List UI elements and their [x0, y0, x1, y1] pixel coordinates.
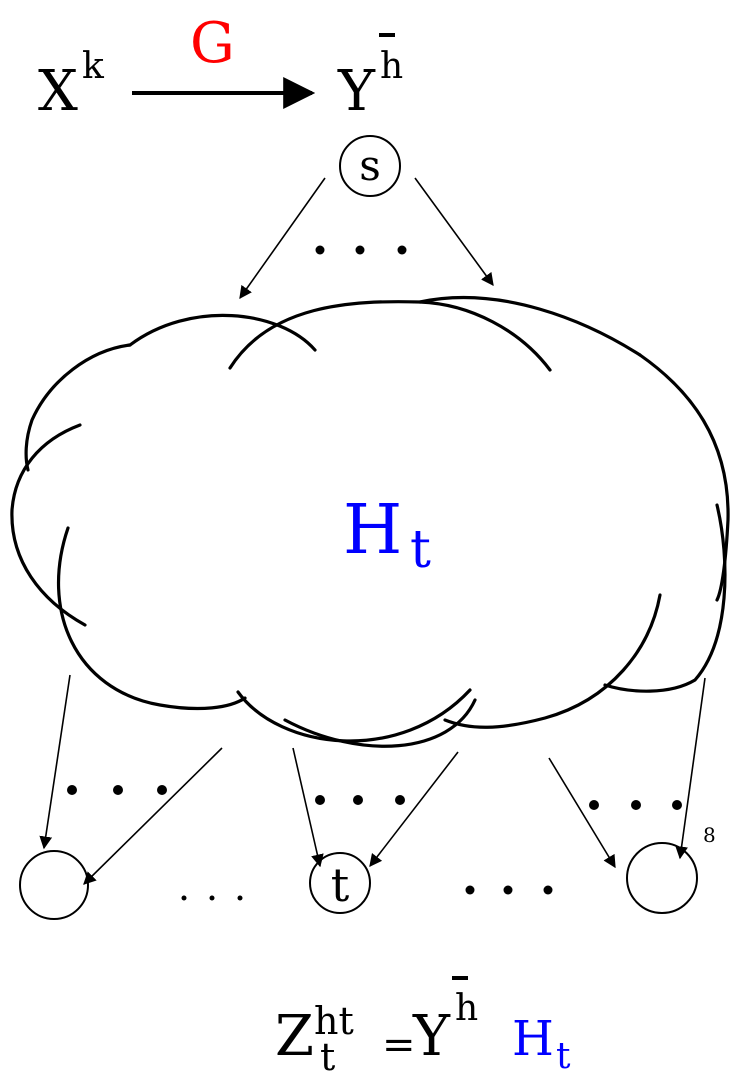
equation-y-superscript: h [455, 988, 478, 1029]
bottom-right-node [626, 842, 698, 914]
bottom-left-node [19, 850, 89, 920]
arrow-cloud-to-left-node-a [39, 674, 71, 850]
equation-z-subscript: t [320, 1035, 335, 1076]
arrow-s-to-cloud-left [239, 177, 326, 300]
equation: Z ht t = Y h H t [275, 976, 571, 1076]
arrow-cloud-to-right-node-a [548, 757, 616, 869]
target-node: t [309, 852, 371, 914]
source-node: s [339, 135, 401, 197]
source-node-circle [339, 135, 401, 197]
cloud-shape [10, 295, 730, 748]
arrow-cloud-to-right-node-b [675, 677, 706, 860]
equation-h-subscript: t [556, 1036, 571, 1076]
between-right-dots [465, 885, 553, 895]
target-y-superscript: h [380, 46, 403, 87]
between-left-dots [181, 895, 243, 901]
arrow-cloud-to-t-node-a [292, 747, 324, 868]
target-node-label: t [331, 858, 350, 912]
cloud-label-subscript: t [410, 520, 431, 580]
top-dots [315, 245, 407, 255]
equation-z: Z [275, 1004, 314, 1069]
equation-equals: = [382, 1022, 416, 1068]
page-number: 8 [703, 823, 716, 847]
bottom-right-dots [589, 800, 682, 810]
equation-y: Y [412, 1004, 451, 1069]
source-node-label: s [359, 141, 381, 190]
target-node-circle [309, 852, 371, 914]
bottom-center-dots [315, 795, 405, 805]
source-x-label: X [38, 59, 78, 124]
top-mapping: X k G Y h [38, 11, 403, 124]
equation-z-superscript: ht [314, 999, 354, 1043]
mapping-g-label: G [190, 11, 235, 76]
equation-h: H [512, 1011, 554, 1067]
cloud-label: H t [343, 491, 431, 580]
cloud-label-base: H [343, 491, 402, 570]
source-x-superscript: k [82, 46, 105, 87]
target-y-label: Y [337, 59, 376, 124]
arrow-s-to-cloud-right [414, 177, 494, 287]
bottom-left-dots [67, 785, 167, 795]
arrow-cloud-to-left-node-b [83, 747, 223, 885]
arrow-cloud-to-t-node-b [369, 751, 459, 868]
